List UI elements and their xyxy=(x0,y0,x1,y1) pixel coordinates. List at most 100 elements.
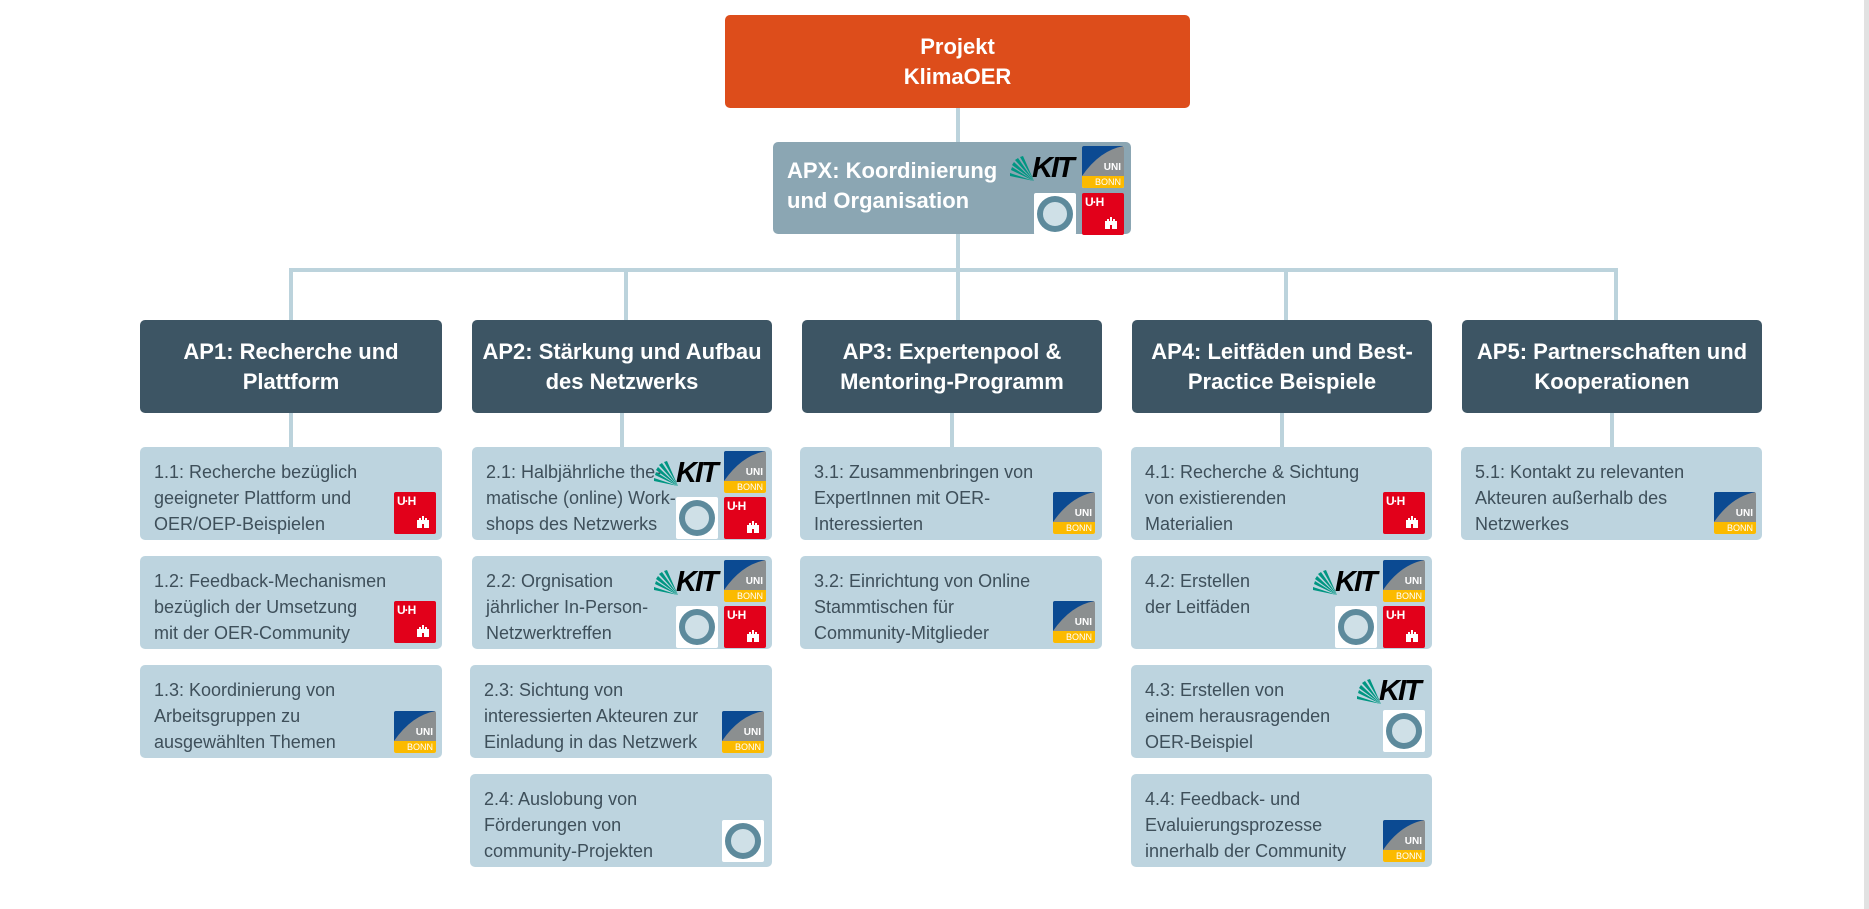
castle-icon xyxy=(1406,516,1418,528)
ap2-title-line2: des Netzwerks xyxy=(545,368,699,394)
task-line: mit der OER-Community xyxy=(154,623,351,643)
kit-logo-text: KIT xyxy=(676,566,719,598)
bonn-logo-bonn: BONN xyxy=(1383,850,1425,862)
connector-ap1-tasks xyxy=(289,413,293,447)
connector-drop-ap4 xyxy=(1284,268,1288,320)
task-2-2: 2.2: Orgnisation jährlicher In-Person- N… xyxy=(472,556,772,649)
kit-logo-text: KIT xyxy=(1335,566,1378,598)
right-edge-bar xyxy=(1864,0,1869,909)
task-line: 4.4: Feedback- und xyxy=(1145,789,1301,809)
task-3-1: 3.1: Zusammenbringen von ExpertInnen mit… xyxy=(800,447,1102,540)
uhh-logo-text: U·H xyxy=(1386,608,1405,622)
ap1-header: AP1: Recherche und Plattform xyxy=(140,320,442,413)
bonn-swoosh-icon xyxy=(724,451,766,481)
apx-title-line2: und Organisation xyxy=(787,188,970,213)
task-line: Förderungen von xyxy=(484,815,622,835)
bonn-logo-uni: UNI xyxy=(1074,617,1092,628)
seal-center-icon xyxy=(1042,201,1068,227)
connector-drop-ap5 xyxy=(1614,268,1618,320)
kit-rays-icon xyxy=(1313,570,1337,595)
ap4-title-line1: AP4: Leitfäden und Best- xyxy=(1151,338,1413,364)
task-line: 2.3: Sichtung von xyxy=(484,680,624,700)
bonn-logo-bonn: BONN xyxy=(394,741,436,753)
task-3-2: 3.2: Einrichtung von Online Stammtischen… xyxy=(800,556,1102,649)
task-line: OER/OEP-Beispielen xyxy=(154,514,326,534)
kit-logo-text: KIT xyxy=(676,457,719,489)
kit-rays-icon xyxy=(654,570,678,595)
task-5-1: 5.1: Kontakt zu relevanten Akteuren auße… xyxy=(1461,447,1762,540)
bonn-logo-uni: UNI xyxy=(1404,576,1422,587)
connector-bus xyxy=(289,268,1618,272)
task-2-3: 2.3: Sichtung von interessierten Akteure… xyxy=(470,665,772,758)
task-4-1: 4.1: Recherche & Sichtung von existieren… xyxy=(1131,447,1432,540)
connector-ap4-tasks xyxy=(1280,413,1284,447)
task-line: 4.3: Erstellen von xyxy=(1145,680,1285,700)
kit-rays-icon xyxy=(1010,156,1034,181)
connector-drop-ap3 xyxy=(956,268,960,320)
task-line: Community-Mitglieder xyxy=(814,623,990,643)
bonn-logo-bonn: BONN xyxy=(1383,590,1425,602)
task-line: 1.2: Feedback-Mechanismen xyxy=(154,571,387,591)
task-line: 2.1: Halbjährliche the- xyxy=(486,462,662,482)
connector-ap5-tasks xyxy=(1610,413,1614,447)
castle-icon xyxy=(747,521,759,533)
bonn-logo-uni: UNI xyxy=(1074,508,1092,519)
task-line: 1.1: Recherche bezüglich xyxy=(154,462,358,482)
task-line: Materialien xyxy=(1145,514,1234,534)
ap4-title-line2: Practice Beispiele xyxy=(1187,368,1377,394)
bonn-logo-bonn: BONN xyxy=(1053,522,1095,534)
bonn-swoosh-icon xyxy=(724,560,766,590)
task-line: 4.2: Erstellen xyxy=(1145,571,1251,591)
task-line: einem herausragenden xyxy=(1145,706,1331,726)
bonn-swoosh-icon xyxy=(1082,146,1124,176)
seal-center-icon xyxy=(1391,718,1417,744)
task-4-4: 4.4: Feedback- und Evaluierungsprozesse … xyxy=(1131,774,1432,867)
seal-logo xyxy=(1335,606,1377,648)
seal-center-icon xyxy=(684,614,710,640)
ap3-header: AP3: Expertenpool & Mentoring-Programm xyxy=(802,320,1102,413)
castle-icon xyxy=(417,625,429,637)
task-line: Arbeitsgruppen zu xyxy=(154,706,301,726)
project-title-line1: Projekt xyxy=(920,33,995,59)
bonn-swoosh-icon xyxy=(1383,560,1425,590)
task-line: 3.1: Zusammenbringen von xyxy=(814,462,1034,482)
uhh-logo: U·H xyxy=(724,606,766,648)
task-line: 5.1: Kontakt zu relevanten xyxy=(1475,462,1685,482)
bonn-logo-bonn: BONN xyxy=(1082,176,1124,188)
task-line: Netzwerktreffen xyxy=(486,623,612,643)
apx-title-line1: APX: Koordinierung xyxy=(787,158,998,183)
bonn-swoosh-icon xyxy=(1053,492,1095,522)
task-line: von existierenden xyxy=(1145,488,1287,508)
uhh-logo: U·H xyxy=(1383,492,1425,534)
task-line: matische (online) Work- xyxy=(486,488,676,508)
task-line: community-Projekten xyxy=(484,841,654,861)
uhh-logo-text: U·H xyxy=(397,603,416,617)
task-line: shops des Netzwerks xyxy=(486,514,658,534)
task-2-1: 2.1: Halbjährliche the- matische (online… xyxy=(472,447,772,540)
kit-logo-text: KIT xyxy=(1032,152,1075,184)
uni-bonn-logo: UNI BONN xyxy=(1383,560,1425,602)
kit-logo: KIT xyxy=(654,457,720,489)
seal-logo xyxy=(722,820,764,862)
task-line: interessierten Akteuren zur xyxy=(484,706,699,726)
bonn-logo-uni: UNI xyxy=(743,727,761,738)
task-line: 3.2: Einrichtung von Online xyxy=(814,571,1031,591)
task-line: Interessierten xyxy=(814,514,924,534)
bonn-logo-bonn: BONN xyxy=(724,481,766,493)
uhh-logo-text: U·H xyxy=(1386,494,1405,508)
uhh-logo-text: U·H xyxy=(397,494,416,508)
castle-icon xyxy=(1105,217,1117,229)
uhh-logo: U·H xyxy=(394,601,436,643)
task-line: Einladung in das Netzwerk xyxy=(484,732,698,752)
bonn-logo-bonn: BONN xyxy=(722,741,764,753)
seal-logo xyxy=(676,606,718,648)
task-line: Stammtischen für xyxy=(814,597,955,617)
seal-center-icon xyxy=(684,505,710,531)
task-line: geeigneter Plattform und xyxy=(154,488,352,508)
project-title-line2: KlimaOER xyxy=(903,63,1012,89)
seal-logo xyxy=(1034,193,1076,235)
